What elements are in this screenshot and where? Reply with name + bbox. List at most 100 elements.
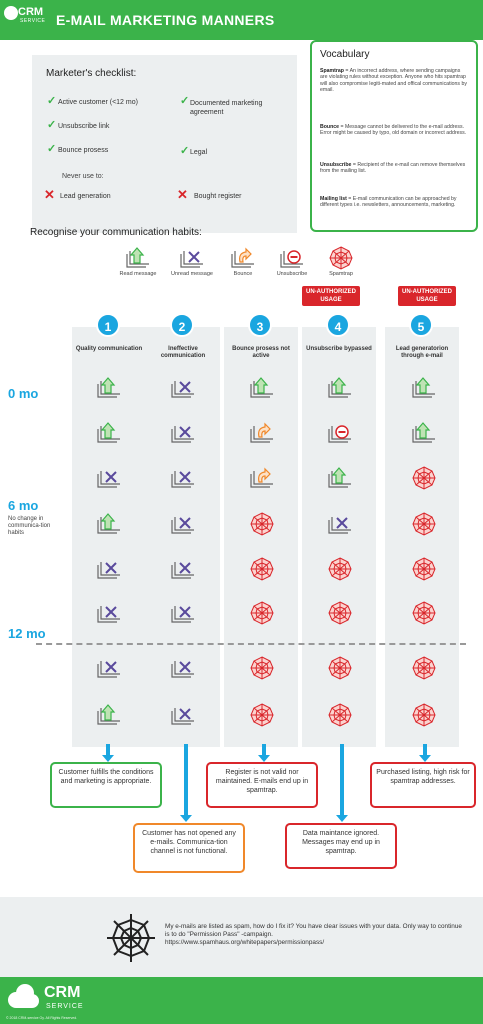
spamtrap-icon [326, 556, 354, 581]
page-title: E-MAIL MARKETING MANNERS [56, 12, 275, 28]
check-icon: ✓ [47, 119, 57, 131]
vocab-entry: Unsubscribe = Recipient of the e-mail ca… [320, 162, 466, 175]
unread-message-icon [178, 245, 206, 269]
spamtrap-icon [410, 655, 438, 680]
header-bar [0, 0, 483, 40]
result-box-5: Purchased listing, high risk for spamtra… [370, 762, 476, 808]
vocabulary-title: Vocabulary [320, 49, 370, 60]
x-icon: ✕ [177, 187, 188, 202]
arrow-down-icon [336, 815, 348, 822]
vocabulary-panel [310, 40, 478, 232]
footer-logo-bar [0, 977, 483, 1024]
unread-message-icon [169, 375, 197, 399]
read-message-icon [248, 375, 276, 399]
unread-message-icon [326, 511, 354, 535]
never-item: Lead generation [60, 193, 111, 200]
result-box-4: Data maintance ignored. Messages may end… [285, 823, 397, 869]
spamtrap-icon [410, 556, 438, 581]
never-item: Bought register [194, 193, 242, 200]
time-0mo: 0 mo [8, 386, 39, 401]
legend-label: Unsubscribe [276, 271, 308, 277]
check-icon: ✓ [47, 95, 57, 107]
read-message-icon [95, 702, 123, 726]
check-icon: ✓ [180, 145, 190, 157]
spamtrap-icon [248, 600, 276, 625]
time-6mo: 6 mo [8, 498, 39, 513]
vocab-entry: Bounce = Message cannot be delivered to … [320, 124, 467, 137]
checklist-item: Active customer (<12 mo) [58, 99, 138, 106]
bounce-icon [229, 245, 257, 269]
column-label: Quality communication [75, 346, 143, 352]
checklist-item: Unsubscribe link [58, 123, 110, 130]
column-label: Bounce prosess not active [232, 346, 290, 359]
logo-crm-text: CRM [18, 6, 44, 18]
check-icon: ✓ [180, 95, 190, 107]
legend-label: Spamtrap [329, 271, 353, 277]
read-message-icon [326, 375, 354, 399]
spamtrap-icon [326, 702, 354, 727]
column-number: 3 [248, 313, 272, 337]
unread-message-icon [169, 420, 197, 444]
legend-label: Bounce [233, 271, 253, 277]
never-title: Never use to: [62, 173, 104, 180]
read-message-icon [326, 465, 354, 489]
unread-message-icon [95, 655, 123, 679]
time-12mo: 12 mo [8, 626, 46, 641]
twelve-month-divider [36, 643, 466, 645]
result-box-3: Register is not valid nor maintained. E-… [206, 762, 318, 808]
spamtrap-icon [248, 655, 276, 680]
unread-message-icon [169, 655, 197, 679]
checklist-item: Legal [190, 149, 208, 156]
column-label: Unsubscribe bypassed [306, 346, 372, 352]
read-message-icon [95, 375, 123, 399]
spamtrap-icon [248, 702, 276, 727]
spamtrap-icon [248, 511, 276, 536]
legend-label: Read message [119, 271, 157, 277]
checklist-item: Documented marketing agreement [190, 100, 263, 116]
unread-message-icon [169, 465, 197, 489]
arrow-down-icon [419, 755, 431, 762]
unread-message-icon [169, 702, 197, 726]
arrow-down-icon [102, 755, 114, 762]
footer-logo-service: SERVICE [46, 1003, 84, 1010]
unread-message-icon [95, 600, 123, 624]
footer-link[interactable]: https://www.spamhaus.org/whitepapers/per… [165, 939, 325, 946]
spamtrap-icon [410, 511, 438, 536]
read-message-icon [124, 245, 152, 269]
arrow-line [262, 744, 266, 756]
crm-logo: CRM SERVICE [4, 4, 46, 34]
cloud-icon [4, 6, 18, 20]
arrow-line [340, 744, 344, 816]
unauthorized-badge: UN-AUTHORIZED USAGE [398, 286, 456, 306]
column-label: Ineffective communication [160, 346, 206, 359]
read-message-icon [410, 420, 438, 444]
footer-logo-crm: CRM [44, 984, 81, 1001]
read-message-icon [95, 420, 123, 444]
read-message-icon [95, 511, 123, 535]
arrow-down-icon [258, 755, 270, 762]
column-number: 2 [170, 313, 194, 337]
logo-service-text: SERVICE [20, 18, 46, 24]
unsubscribe-icon [278, 245, 306, 269]
x-icon: ✕ [44, 187, 55, 202]
spamtrap-icon [248, 556, 276, 581]
spamtrap-icon [326, 600, 354, 625]
cloud-icon [8, 984, 39, 1008]
spamtrap-icon [326, 655, 354, 680]
copyright: © 2018 CRM-service Oy. All Rights Reserv… [6, 1016, 78, 1020]
bounce-icon [248, 420, 276, 444]
vocab-entry: Mailing list = E-mail communication can … [320, 196, 457, 209]
unread-message-icon [169, 556, 197, 580]
spamtrap-icon [327, 245, 355, 270]
unauthorized-badge: UN-AUTHORIZED USAGE [302, 286, 360, 306]
unsubscribe-icon [326, 420, 354, 444]
spamtrap-icon [410, 600, 438, 625]
spamtrap-icon [410, 702, 438, 727]
read-message-icon [410, 375, 438, 399]
column-number: 5 [409, 313, 433, 337]
vocab-entry: Spamtrap = An incorrect address, where s… [320, 68, 467, 94]
result-box-2: Customer has not opened any e-mails. Com… [133, 823, 245, 873]
habits-title: Recognise your communication habits: [30, 227, 202, 238]
bounce-icon [248, 465, 276, 489]
column-number: 4 [326, 313, 350, 337]
